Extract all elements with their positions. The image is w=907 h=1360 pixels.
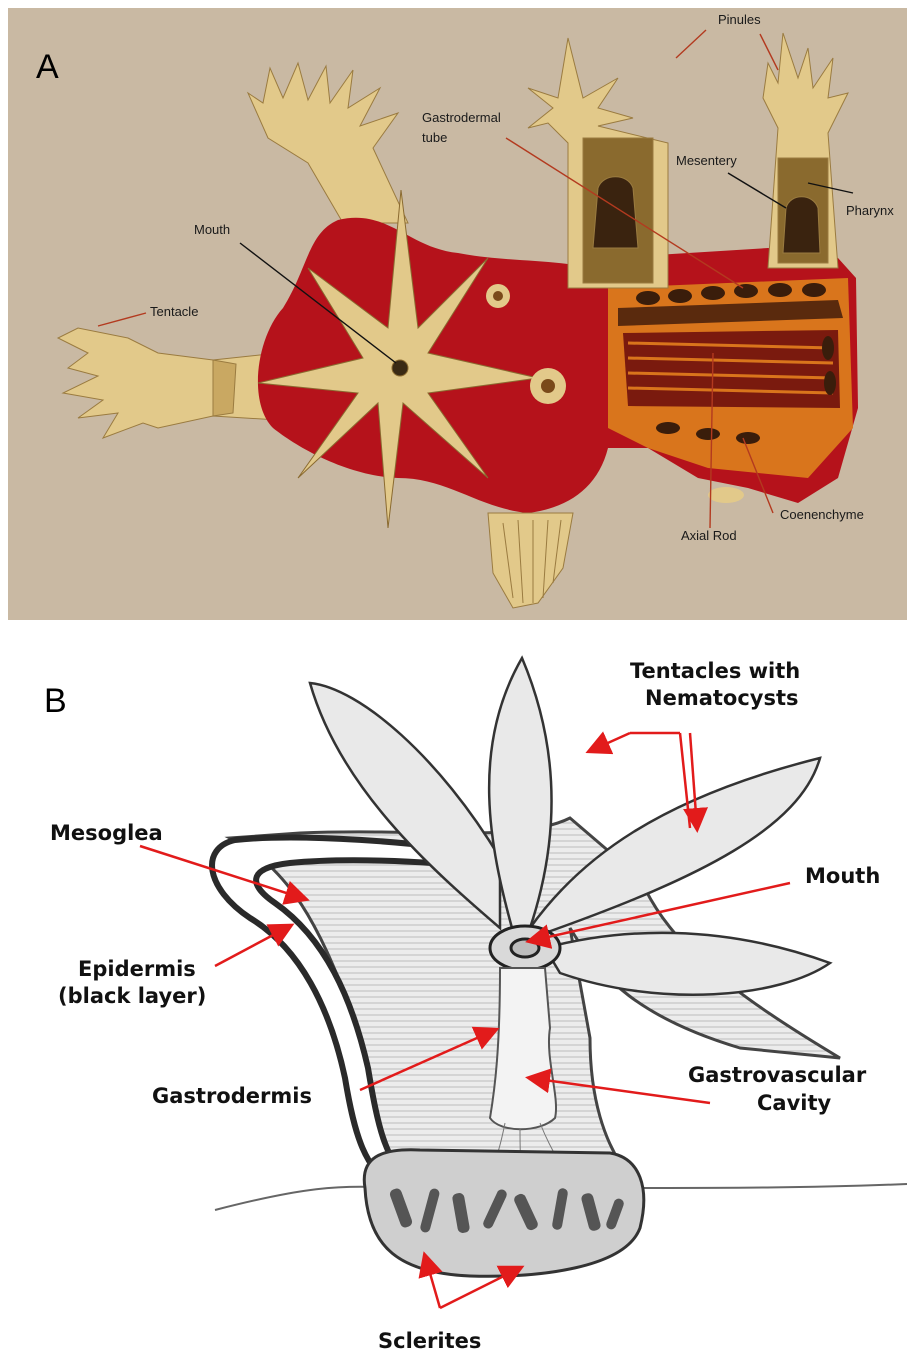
label-pharynx: Pharynx bbox=[846, 201, 894, 221]
label-gastrodermal-tube-1: Gastrodermal bbox=[422, 108, 501, 128]
label-gastrovascular-1: Gastrovascular bbox=[688, 1062, 866, 1089]
pinules-line-1 bbox=[676, 30, 706, 58]
label-gastrovascular-2: Cavity bbox=[757, 1090, 831, 1117]
pharynx-tube bbox=[490, 968, 556, 1129]
label-epidermis-1: Epidermis bbox=[78, 956, 196, 983]
panel-b-letter: B bbox=[44, 682, 67, 721]
panel-b: B Tentacles with Nematocysts Mesoglea Mo… bbox=[0, 628, 907, 1360]
label-tentacles-1: Tentacles with bbox=[630, 658, 800, 685]
upper-left-polyp bbox=[248, 63, 408, 223]
small-polyp-1 bbox=[486, 284, 510, 308]
label-pinules: Pinules bbox=[718, 10, 761, 30]
label-mouth: Mouth bbox=[805, 863, 880, 890]
panel-a-letter: A bbox=[36, 48, 59, 87]
label-mesoglea: Mesoglea bbox=[50, 820, 163, 847]
label-gastrodermal-tube-2: tube bbox=[422, 128, 447, 148]
label-epidermis-2: (black layer) bbox=[58, 983, 206, 1010]
label-axial-rod: Axial Rod bbox=[681, 526, 737, 546]
cut-polyp-middle bbox=[528, 38, 668, 288]
cut-polyp-right bbox=[763, 33, 848, 268]
small-polyp-2 bbox=[530, 368, 566, 404]
tentacle-line bbox=[98, 313, 146, 326]
epidermis-arrow bbox=[215, 926, 290, 966]
label-coenenchyme: Coenenchyme bbox=[780, 505, 864, 525]
label-mesentery: Mesentery bbox=[676, 151, 737, 171]
tentacles-arrow-1 bbox=[590, 733, 630, 751]
label-sclerites: Sclerites bbox=[378, 1328, 481, 1355]
tentacle-right-bottom bbox=[545, 933, 830, 995]
bottom-polyp bbox=[488, 513, 573, 608]
label-tentacle: Tentacle bbox=[150, 302, 198, 322]
label-gastrodermis: Gastrodermis bbox=[152, 1083, 312, 1110]
left-polyp bbox=[58, 328, 278, 438]
small-polyp-3 bbox=[708, 487, 744, 503]
gorgonian-polyp-illustration bbox=[8, 8, 907, 620]
label-tentacles-2: Nematocysts bbox=[645, 685, 799, 712]
panel-a: A Pinules Gastrodermal tube Mesentery Ph… bbox=[8, 8, 907, 620]
mouth-ring bbox=[490, 926, 560, 970]
label-mouth: Mouth bbox=[194, 220, 230, 240]
